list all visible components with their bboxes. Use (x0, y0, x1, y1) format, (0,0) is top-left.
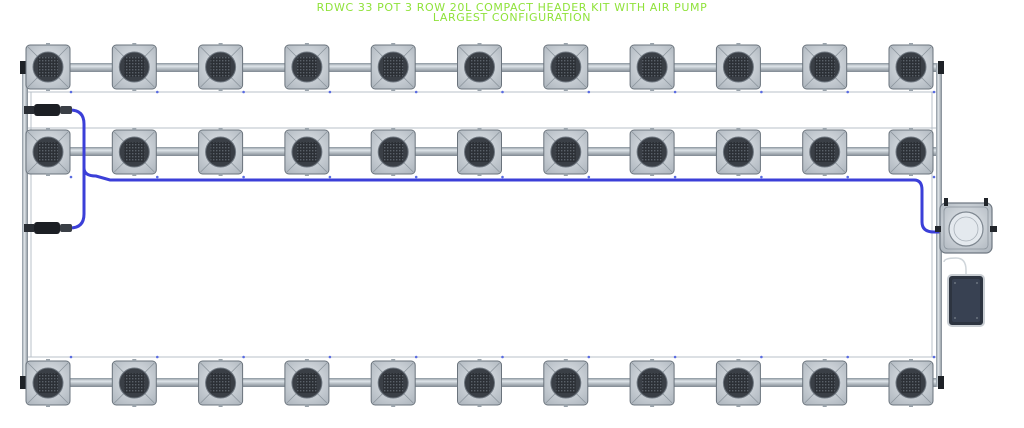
pot (543, 43, 591, 94)
pot (802, 355, 849, 407)
pot (715, 43, 763, 94)
net-pot-mesh (642, 142, 663, 162)
pot (284, 43, 332, 94)
pot (802, 43, 849, 94)
net-pot-mesh (210, 373, 231, 393)
header-tank-inlet (935, 226, 941, 232)
net-pot-mesh (124, 373, 145, 393)
air-connector-upper (24, 104, 72, 116)
end-cap-tr (938, 61, 944, 74)
net-pot-mesh (642, 373, 663, 393)
pot (198, 355, 245, 407)
net-pot-mesh (555, 57, 576, 77)
pot (888, 43, 936, 94)
net-pot-mesh (728, 373, 749, 393)
net-pot-mesh (383, 142, 404, 162)
air-connectors (24, 104, 72, 234)
pot (370, 355, 418, 407)
air-line (68, 108, 952, 234)
pipe-right-vertical (936, 63, 942, 387)
net-pot-mesh (296, 373, 317, 393)
pot (457, 43, 504, 94)
net-pot-mesh (469, 57, 490, 77)
header-tank (935, 198, 997, 254)
pot (198, 128, 245, 179)
pot (888, 128, 936, 179)
net-pot-mesh (124, 142, 145, 162)
net-pot-mesh (296, 57, 317, 77)
net-pot-mesh (555, 373, 576, 393)
pot (629, 355, 677, 407)
header-tank-valve-right (984, 198, 988, 206)
net-pot-mesh (555, 142, 576, 162)
net-pot-mesh (124, 57, 145, 77)
net-pot-mesh (814, 142, 835, 162)
pot (715, 128, 763, 179)
net-pot-mesh (383, 373, 404, 393)
pot (457, 355, 504, 407)
net-pot-mesh (901, 142, 921, 162)
net-pot-mesh (901, 57, 921, 77)
pot (25, 43, 73, 94)
air-line-main (68, 108, 952, 234)
pot (198, 43, 245, 94)
pot (370, 43, 418, 94)
pot (370, 128, 418, 179)
diagram-title-line-2: LARGEST CONFIGURATION (432, 11, 592, 24)
pot (111, 355, 159, 407)
pot (25, 355, 73, 407)
pot (25, 128, 73, 179)
pot (284, 128, 332, 179)
header-tank-outlet (990, 226, 997, 232)
net-pot-mesh (383, 57, 404, 77)
net-pot-mesh (210, 142, 231, 162)
air-connector-lower (24, 222, 72, 234)
pot (543, 355, 591, 407)
end-cap-tl (20, 61, 26, 74)
net-pot-mesh (642, 57, 663, 77)
pot (629, 43, 677, 94)
end-cap-br (938, 376, 944, 389)
pot (284, 355, 332, 407)
net-pot-mesh (469, 373, 490, 393)
net-pot-mesh (38, 57, 58, 77)
pot (802, 128, 849, 179)
pot (629, 128, 677, 179)
header-tank-valve-left (944, 198, 948, 206)
net-pot-mesh (814, 373, 835, 393)
net-pot-mesh (296, 142, 317, 162)
air-pump (943, 257, 985, 327)
diagram-title-line-1: RDWC 33 POT 3 ROW 20L COMPACT HEADER KIT… (316, 1, 708, 14)
pot (111, 43, 159, 94)
net-pot-mesh (469, 142, 490, 162)
net-pot-mesh (210, 57, 231, 77)
net-pot-mesh (728, 57, 749, 77)
pot (715, 355, 763, 407)
pot (457, 128, 504, 179)
pot (888, 355, 936, 407)
air-pump-hose (943, 257, 967, 276)
net-pot-mesh (728, 142, 749, 162)
air-line-lower (68, 166, 86, 230)
net-pot-mesh (38, 373, 58, 393)
end-cap-bl (20, 376, 26, 389)
pots (25, 43, 936, 407)
net-pot-mesh (814, 57, 835, 77)
net-pot-mesh (38, 142, 58, 162)
pot (543, 128, 591, 179)
pot (111, 128, 159, 179)
net-pot-mesh (901, 373, 921, 393)
pipework (20, 61, 944, 389)
